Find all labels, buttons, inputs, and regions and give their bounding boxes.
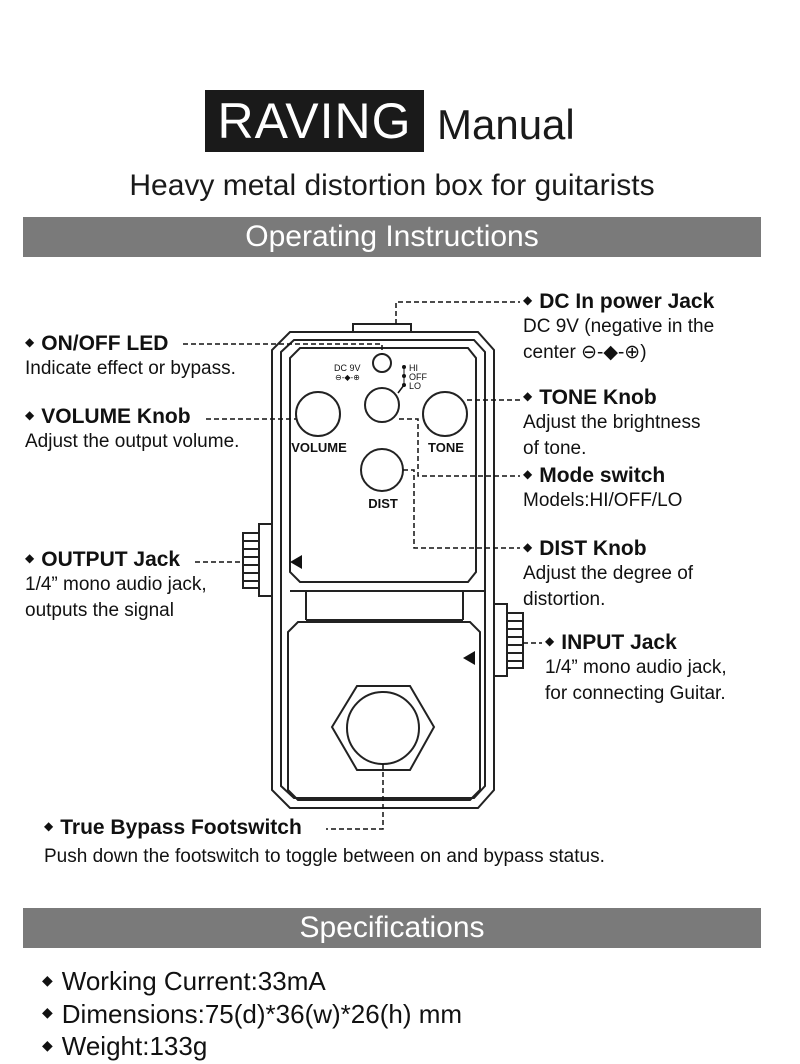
input-jack (493, 603, 508, 677)
callout-desc: 1/4” mono audio jack, (25, 574, 207, 595)
callout-desc: 1/4” mono audio jack, (545, 657, 727, 678)
callout-input-jack: ◆ INPUT Jack 1/4” mono audio jack, for co… (545, 631, 727, 707)
spec-list: ◆ Working Current:33mA ◆ Dimensions:75(d)*… (42, 966, 462, 1064)
dc-label: DC 9V (334, 363, 361, 373)
callout-desc: center ⊖-◆-⊕) (523, 342, 647, 363)
leader-mode (399, 418, 520, 477)
callout-desc: Push down the footswitch to toggle betwe… (44, 846, 605, 867)
spec-item: ◆ Dimensions:75(d)*36(w)*26(h) mm (42, 999, 462, 1032)
leader-dc (395, 301, 520, 324)
spec-text: Working Current:33mA (61, 966, 326, 996)
footswitch-nut (330, 685, 436, 771)
callout-title: VOLUME Knob (41, 405, 191, 428)
bullet-icon: ◆ (523, 389, 533, 404)
bullet-icon: ◆ (42, 971, 53, 988)
callout-title: DIST Knob (539, 537, 647, 560)
callout-footswitch: ◆ True Bypass Footswitch Push down the fo… (44, 816, 605, 870)
tone-label: TONE (428, 440, 464, 455)
spec-item: ◆ Working Current:33mA (42, 966, 462, 999)
callout-desc: distortion. (523, 589, 606, 610)
footswitch-plate (287, 621, 481, 801)
section-title: Specifications (299, 911, 485, 944)
bullet-icon: ◆ (25, 335, 35, 350)
callout-dist-knob: ◆ DIST Knob Adjust the degree of distorti… (523, 537, 693, 613)
pedal-body (271, 331, 495, 809)
callout-volume-knob: ◆ VOLUME Knob Adjust the output volume. (25, 405, 239, 455)
callout-desc: Adjust the brightness (523, 412, 701, 433)
lo-label: LO (409, 381, 421, 391)
callout-output-jack: ◆ OUTPUT Jack 1/4” mono audio jack, outpu… (25, 548, 207, 624)
volume-knob (295, 391, 341, 437)
section-header-specifications: Specifications (23, 908, 761, 948)
callout-desc: for connecting Guitar. (545, 683, 726, 704)
callout-title: True Bypass Footswitch (60, 816, 302, 839)
bullet-icon: ◆ (523, 467, 533, 482)
bullet-icon: ◆ (44, 819, 54, 834)
bullet-icon: ◆ (42, 1036, 53, 1053)
spec-text: Dimensions:75(d)*36(w)*26(h) mm (61, 998, 463, 1029)
dist-label: DIST (368, 496, 398, 511)
bullet-icon: ◆ (523, 293, 533, 308)
top-panel (289, 347, 477, 583)
callout-title: OUTPUT Jack (41, 548, 181, 571)
mode-switch (364, 387, 400, 423)
volume-label: VOLUME (291, 440, 347, 455)
input-arrow-icon (463, 651, 475, 665)
spec-text: Weight:133g (61, 1031, 208, 1062)
spec-item: ◆ Weight:133g (42, 1031, 462, 1064)
hi-label: HI (409, 363, 418, 373)
callout-title: ON/OFF LED (41, 332, 169, 355)
bullet-icon: ◆ (25, 551, 35, 566)
manual-label: Manual (437, 101, 575, 148)
bullet-icon: ◆ (545, 634, 555, 649)
off-label: OFF (409, 372, 427, 382)
brand-name: RAVING (217, 93, 412, 149)
callout-title: TONE Knob (539, 386, 657, 409)
page-subtitle: Heavy metal distortion box for guitarist… (129, 169, 655, 202)
output-jack (258, 523, 273, 597)
bullet-icon: ◆ (25, 408, 35, 423)
callout-desc: Adjust the degree of (523, 563, 694, 584)
output-arrow-icon (290, 555, 302, 569)
brand-logo: RAVING (205, 90, 424, 152)
dc-polarity-icon: ⊖-◆-⊕ (335, 373, 360, 382)
section-header-operating: Operating Instructions (23, 217, 761, 257)
callout-desc: Indicate effect or bypass. (25, 358, 236, 379)
callout-dc-in: ◆ DC In power Jack DC 9V (negative in the… (523, 290, 714, 366)
leader-dist (403, 469, 520, 549)
bullet-icon: ◆ (42, 1004, 53, 1021)
callout-desc: outputs the signal (25, 600, 174, 621)
leader-footswitch (326, 764, 384, 830)
callout-desc: Adjust the output volume. (25, 431, 240, 452)
callout-title: DC In power Jack (539, 290, 715, 313)
callout-mode-switch: ◆ Mode switch Models:HI/OFF/LO (523, 464, 682, 514)
callout-on-off-led: ◆ ON/OFF LED Indicate effect or bypass. (25, 332, 236, 382)
section-title: Operating Instructions (245, 220, 539, 253)
callout-desc: Models:HI/OFF/LO (523, 490, 683, 511)
callout-desc: DC 9V (negative in the (523, 316, 715, 337)
callout-title: Mode switch (539, 464, 666, 487)
bullet-icon: ◆ (523, 540, 533, 555)
callout-tone-knob: ◆ TONE Knob Adjust the brightness of tone… (523, 386, 700, 462)
callout-title: INPUT Jack (561, 631, 677, 654)
tone-knob (422, 391, 468, 437)
callout-desc: of tone. (523, 438, 587, 459)
leader-led (183, 343, 383, 354)
